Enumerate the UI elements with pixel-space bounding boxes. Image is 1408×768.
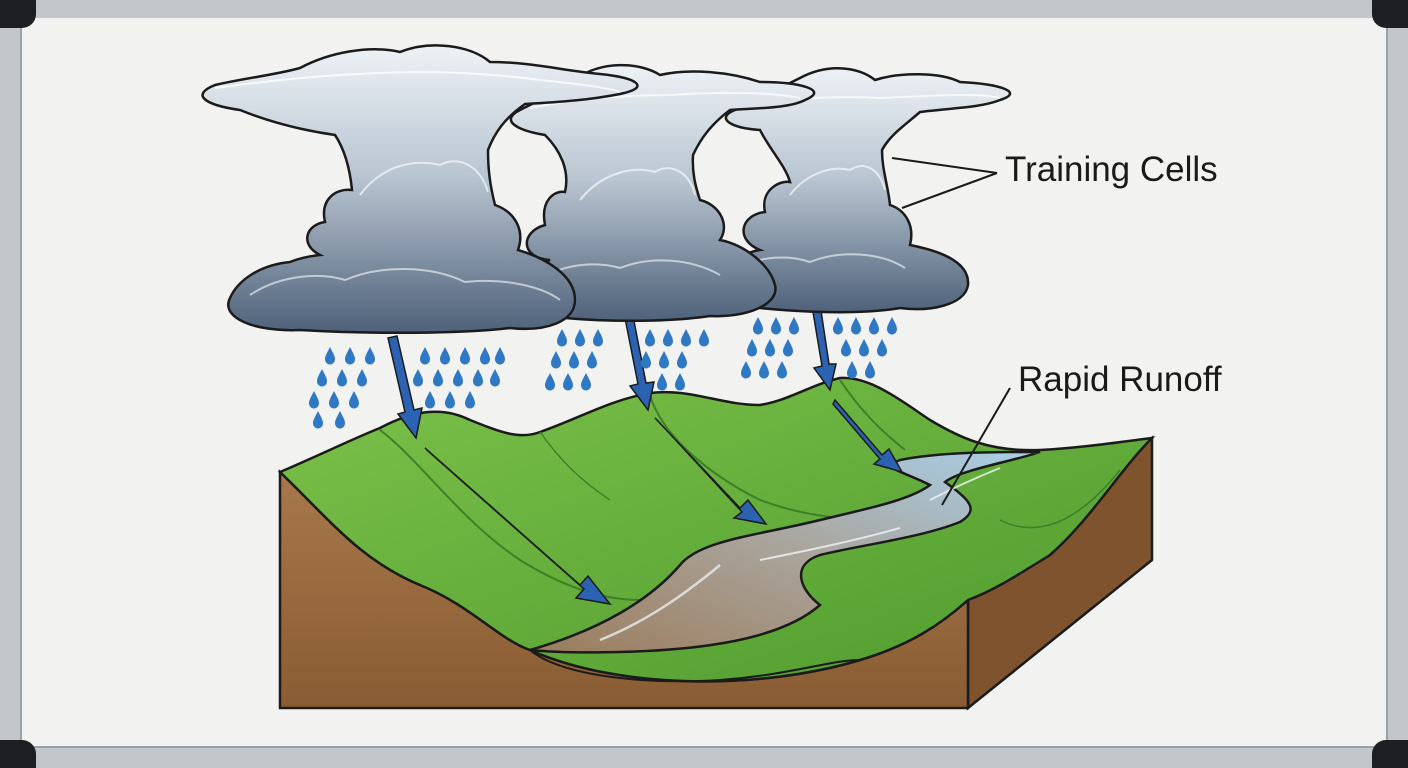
arrow-icon [811, 303, 837, 392]
leader-line-training-1 [891, 157, 998, 174]
arrow-icon [654, 417, 768, 526]
training-cells-clouds [201, 44, 1012, 335]
runoff-arrows [387, 303, 904, 606]
river [529, 450, 1041, 654]
frame-corner-top-right [1372, 0, 1408, 28]
label-training-cells: Training Cells [1005, 150, 1218, 189]
arrow-icon [387, 335, 423, 440]
arrow-icon [832, 398, 904, 474]
frame-corner-bottom-right [1372, 740, 1408, 768]
terrain-block [277, 376, 1156, 711]
cloud-icon [718, 67, 1012, 314]
terrain-grass-surface [277, 376, 1156, 683]
frame-corner-bottom-left [0, 740, 36, 768]
label-rapid-runoff: Rapid Runoff [1018, 360, 1222, 399]
leader-lines [891, 157, 1011, 506]
frame-corner-top-left [0, 0, 36, 28]
cloud-icon [509, 63, 816, 323]
leader-line-runoff [941, 387, 1011, 506]
arrow-icon [624, 315, 655, 412]
leader-line-training-2 [901, 172, 998, 209]
cloud-icon [201, 44, 639, 335]
arrow-icon [424, 447, 612, 606]
